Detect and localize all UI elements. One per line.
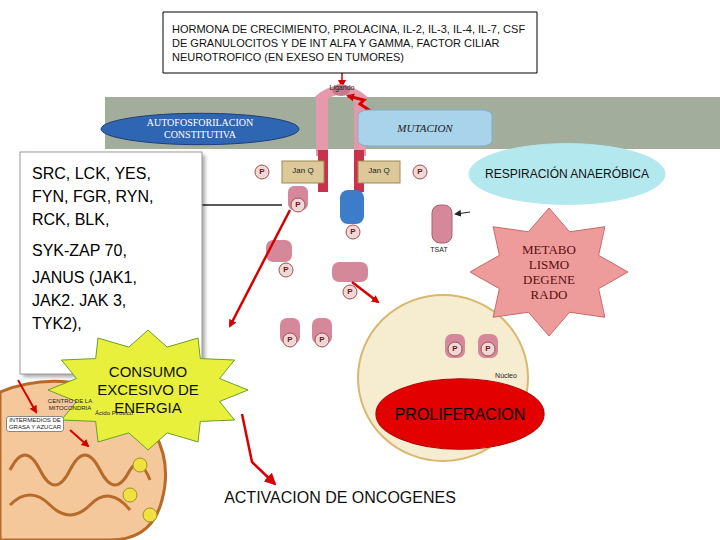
jak-symbol [358,161,400,183]
phosphate-circle [343,285,357,299]
mitochondria-cristae [10,495,130,515]
part-label: Núcleo [486,372,526,380]
burst-star: METABO LISMO DEGENE RADO [470,208,628,336]
stat-symbol [340,190,364,224]
mitochondria-cristae [10,455,150,485]
part-label: TSAT [422,246,456,254]
phosphate-circle [481,342,495,356]
red-arrow [70,430,88,446]
leader-line [202,204,282,206]
red-arrow [18,380,36,412]
phosphate-label: P [291,199,305,211]
atp-circle [123,488,137,502]
phosphate-label: P [481,343,495,355]
node-text: METABO LISMO DEGENE RADO [518,242,580,302]
node-text: AUTOFOSFORILACION CONSTITUTIVA [125,117,275,141]
atp-circle [133,458,147,472]
shape-fill [376,379,544,450]
shape-fill [48,330,248,450]
source-box: HORMONA DE CRECIMIENTO, PROLACINA, IL-2,… [163,12,537,73]
burst-star: CONSUMO EXCESIVO DE ENERGIA [48,330,248,450]
part-label: Ligando [322,84,362,92]
shape-fill [101,113,299,144]
jak-symbol [282,161,324,183]
node-text: SYK-ZAP 70, [32,239,172,262]
phosphate-circle [255,165,269,179]
phosphate-circle [291,198,305,212]
phosphate-label: P [448,343,462,355]
node-text: ACTIVACION DE ONCOGENES [190,488,490,507]
phosphate-label: P [343,286,357,298]
phosphate-label: P [315,334,329,346]
dimer-symbol [445,334,465,358]
phosphate-label: P [255,166,269,178]
node-text: CONSUMO EXCESIVO DE ENERGIA [73,363,223,417]
process-ellipse: RESPIRACIÓN ANAERÓBICA [468,143,666,205]
phosphate-circles [255,165,495,356]
part-label: CENTRO DE LA MITOCONDRIA [46,398,94,412]
stat-symbol [332,262,368,282]
node-text: JANUS (JAK1, JAK2. JAK 3, TYK2), [32,266,172,335]
phosphate-circle [315,333,329,347]
part-label: INTERMEDIOS DE GRASA Y AZUCAR [6,416,64,432]
atp-circle [143,508,157,522]
receptor-symbol [316,98,328,156]
shape-fill [470,208,628,336]
phosphate-circle [448,342,462,356]
mutation-box: MUTACION [358,110,492,146]
text-node: ACTIVACION DE ONCOGENES [190,484,490,510]
phosphate-circle [346,225,360,239]
node-text: PROLIFERACION [380,405,540,424]
node-text: RESPIRACIÓN ANAERÓBICA [477,167,657,182]
process-ellipse: AUTOFOSFORILACION CONSTITUTIVA [100,113,300,145]
phosphate-label: P [279,264,293,276]
phosphate-circle [279,263,293,277]
part-label: Jan Q [282,166,324,175]
phosphate-circle [283,333,297,347]
shape-fill [358,110,492,146]
shape-fill [20,152,202,374]
leader-line [456,212,470,214]
phosphate-label: P [346,226,360,238]
shape-outline [20,152,202,374]
node-text: HORMONA DE CRECIMIENTO, PROLACINA, IL-2,… [172,22,528,64]
phosphate-circle [413,165,427,179]
shape-fill [163,12,537,73]
part-label: Jan Q [358,166,400,175]
node-text: MUTACION [365,122,485,135]
kinase-list-box: SRC, LCK, YES, FYN, FGR, RYN, RCK, BLK, S… [20,152,202,374]
phosphate-label: P [413,166,427,178]
phosphate-label: P [283,334,297,346]
part-label: Ácido Pirúvico [92,410,136,417]
result-ellipse: PROLIFERACION [375,378,545,450]
shape-fill [469,144,665,205]
node-text: SRC, LCK, YES, FYN, FGR, RYN, RCK, BLK, [32,162,172,231]
flow-arrow [242,414,275,484]
dimer-symbol [478,334,498,358]
tsat-symbol [432,205,452,243]
